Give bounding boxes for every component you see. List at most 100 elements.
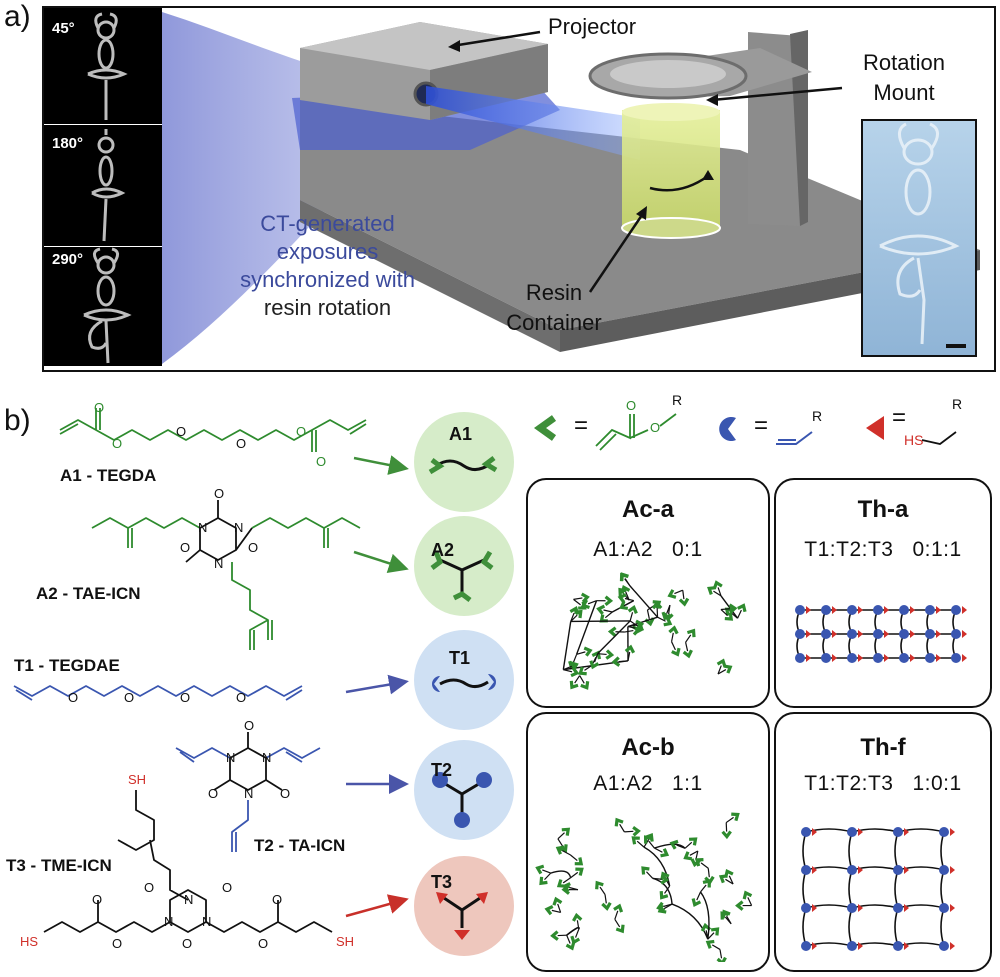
ballerina-figure (879, 122, 960, 345)
legend-r: R (952, 396, 963, 412)
network-strand (599, 886, 606, 895)
network-strand (717, 665, 722, 675)
network-strand (720, 608, 730, 611)
ene-node (801, 903, 811, 913)
thiol-end-group (806, 630, 811, 638)
resin-container (622, 110, 720, 228)
thiol-end-group (962, 606, 967, 614)
acrylate-end-group (724, 612, 734, 621)
oxygen-label: O (272, 892, 283, 907)
acrylate-end-group (718, 874, 728, 884)
ene-node (893, 865, 903, 875)
acrylate-end-group (682, 649, 693, 659)
acrylate-end-group (535, 864, 545, 875)
ene-node (847, 827, 857, 837)
node-diagram (345, 412, 514, 956)
oxygen-label: O (236, 436, 247, 451)
network-strand (624, 578, 631, 587)
network-strand (728, 875, 734, 885)
ene-node (847, 941, 857, 951)
acrylate-end-group (574, 857, 584, 866)
acrylate-end-group (686, 628, 696, 638)
acrylate-end-group (635, 622, 644, 631)
acrylate-end-group (550, 930, 559, 941)
thiol-end-group (904, 866, 909, 874)
network-strand (700, 884, 707, 893)
acrylate-network (562, 572, 747, 690)
acrylate-end-group (580, 599, 590, 610)
acrylate-end-group (691, 898, 702, 908)
box-title: Ac-b (621, 734, 675, 761)
network-strand (574, 675, 581, 684)
network-strand (542, 869, 551, 874)
network-strand (603, 609, 613, 613)
resin-container-callout: Resin Container (494, 278, 614, 338)
acrylate-end-group (669, 839, 679, 850)
acrylate-end-group (721, 830, 732, 840)
network-strand (685, 634, 692, 643)
network-strand (646, 871, 654, 879)
ta-icn-structure (175, 747, 321, 852)
molecule-label: A2 - TAE-ICN (36, 584, 141, 603)
network-strand (569, 886, 579, 891)
ene-node (939, 941, 949, 951)
network-strand (584, 664, 593, 671)
oxygen-label: O (316, 454, 327, 469)
oxygen-label: O (296, 424, 307, 439)
network-strand (699, 891, 710, 940)
acrylate-end-group (716, 956, 727, 962)
thiol-end-group (806, 654, 811, 662)
equals-sign: = (892, 404, 907, 431)
acrylate-end-group (627, 604, 638, 614)
acrylate-end-group (651, 600, 663, 610)
network-strand (643, 846, 671, 887)
molecule-label: T2 - TA-ICN (254, 836, 346, 855)
ene-node (873, 629, 883, 639)
acrylate-end-group (705, 939, 715, 949)
ene-node (951, 605, 961, 615)
acrylate-end-group (614, 817, 624, 827)
ene-node (847, 865, 857, 875)
box-ratio: T1:T2:T3 0:1:1 (804, 538, 962, 561)
ene-node (801, 865, 811, 875)
ene-node (873, 605, 883, 615)
ene-node (847, 653, 857, 663)
tegdae-structure (13, 685, 303, 701)
oxygen-label: O (182, 936, 193, 951)
ballerina-projection (91, 129, 126, 242)
thiol-end-group (904, 904, 909, 912)
apparatus-illustration (162, 12, 980, 364)
network-strand (544, 872, 552, 881)
thiol-glyph (866, 416, 884, 440)
acrylate-end-group (589, 660, 600, 670)
equals-sign: = (754, 412, 769, 439)
ct-description: CT-generated exposures synchronized with… (210, 210, 445, 322)
thiol-end-group (884, 654, 889, 662)
acrylate-glyph (533, 415, 557, 441)
network-strand (652, 877, 662, 880)
oxygen-label: O (180, 690, 191, 705)
acrylate-end-group (624, 644, 636, 654)
acrylate-end-group (710, 927, 720, 936)
network-strand (894, 907, 899, 947)
ene-node (893, 941, 903, 951)
thiol-end-group (858, 904, 863, 912)
box-title: Th-a (857, 496, 909, 523)
network-strand (597, 653, 607, 656)
acrylate-end-group (578, 666, 587, 676)
network-strand (614, 918, 621, 928)
ene-node (939, 827, 949, 837)
network-strand (707, 868, 710, 878)
acrylate-end-group (617, 593, 627, 604)
exposure-thumbnail: 180° (44, 125, 162, 247)
acrylate-end-group (707, 586, 716, 595)
thiol-structure (921, 431, 957, 445)
equals-sign: = (574, 412, 589, 439)
oxygen-label: O (112, 936, 123, 951)
network-strand (648, 840, 655, 849)
acrylate-end-group (704, 875, 715, 885)
acrylate-end-group (595, 880, 604, 890)
node-t1 (414, 630, 514, 730)
box-ratio: A1:A2 1:1 (593, 772, 703, 795)
network-strand (550, 870, 572, 878)
